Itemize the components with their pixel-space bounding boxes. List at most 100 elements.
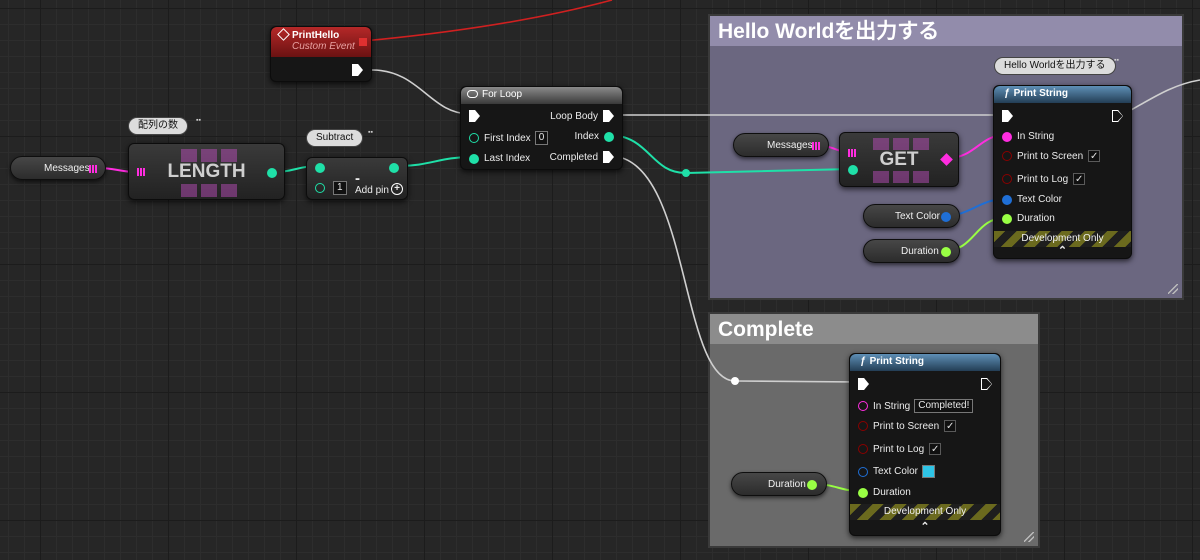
text-color-label: Text Color — [1017, 194, 1063, 205]
add-pin-icon[interactable]: + — [391, 183, 403, 195]
exec-out-pin-icon[interactable] — [352, 64, 363, 76]
array-pin-icon[interactable] — [812, 142, 820, 150]
integer-out-pin-icon[interactable] — [604, 131, 614, 142]
print-to-screen-checkbox[interactable]: ✓ — [1088, 150, 1101, 162]
wire-print-out-offscreen — [1121, 79, 1200, 116]
integer-in-pin-icon[interactable] — [469, 133, 479, 143]
variable-label: Duration — [768, 478, 806, 490]
duration-label: Duration — [1017, 213, 1055, 224]
for-loop-node[interactable]: For Loop Loop Body First Index 0 Index L… — [460, 86, 623, 170]
array-in-pin-icon[interactable] — [848, 149, 856, 157]
resize-handle-icon[interactable] — [1168, 284, 1178, 294]
length-label: LENGTH — [167, 161, 246, 182]
exec-out-pin-icon[interactable] — [981, 378, 992, 390]
tooltip-close-icon[interactable]: ▪▪ — [1114, 57, 1119, 64]
integer-out-pin-icon[interactable] — [389, 163, 399, 173]
expand-chevron-icon[interactable]: ⌃ — [1057, 245, 1068, 257]
first-index-input[interactable]: 0 — [534, 131, 549, 145]
string-in-pin-icon[interactable] — [1002, 131, 1012, 142]
development-only-banner: Development Only — [850, 504, 1000, 520]
get-node[interactable]: GET — [839, 132, 959, 187]
expand-chevron-icon[interactable]: ⌃ — [920, 521, 930, 533]
get-grid-icon — [873, 138, 929, 183]
wire-reroute-knot — [682, 169, 690, 177]
print-to-log-checkbox[interactable]: ✓ — [1073, 173, 1086, 185]
print-to-screen-label: Print to Screen — [1017, 150, 1084, 162]
string-in-pin-icon[interactable] — [858, 401, 868, 411]
exec-in-pin-icon[interactable] — [469, 110, 480, 122]
variable-label: Duration — [901, 245, 939, 257]
print-to-screen-label: Print to Screen — [873, 420, 940, 432]
messages-variable-node[interactable]: Messages — [733, 133, 829, 157]
integer-in-pin-icon[interactable] — [848, 165, 858, 175]
messages-variable-node[interactable]: Messages — [10, 156, 106, 180]
color-in-pin-icon[interactable] — [1002, 194, 1012, 205]
integer-in-pin-icon[interactable] — [315, 163, 325, 173]
float-in-pin-icon[interactable] — [1002, 213, 1012, 224]
color-out-pin-icon[interactable] — [941, 212, 951, 222]
subtract-tooltip: Subtract — [306, 129, 364, 147]
length-node[interactable]: LENGTH — [128, 143, 285, 200]
add-pin-label[interactable]: Add pin — [355, 185, 389, 196]
variable-label: Messages — [767, 139, 813, 151]
text-color-swatch[interactable] — [922, 465, 936, 478]
tooltip-close-icon[interactable]: ▪▪ — [368, 129, 373, 136]
integer-in-pin-icon[interactable] — [315, 183, 325, 193]
integer-in-pin-icon[interactable] — [469, 153, 479, 164]
length-tooltip: 配列の数 — [128, 117, 188, 135]
print-to-screen-checkbox[interactable]: ✓ — [944, 420, 957, 432]
wire-completed-to-print2 — [611, 155, 861, 383]
completed-label: Completed — [549, 151, 598, 163]
duration-variable-node[interactable]: Duration — [731, 472, 827, 496]
float-in-pin-icon[interactable] — [858, 487, 868, 498]
event-node-header: PrintHello Custom Event — [271, 27, 371, 57]
exec-out-pin-icon[interactable] — [603, 151, 614, 163]
function-icon: ƒ — [860, 356, 866, 367]
array-in-pin-icon[interactable] — [137, 168, 145, 176]
event-title: PrintHello — [292, 30, 340, 41]
comment-title[interactable]: Complete — [710, 314, 1038, 344]
wire-reroute-knot — [731, 377, 739, 385]
delegate-pin-icon[interactable] — [359, 38, 367, 46]
exec-out-pin-icon[interactable] — [1112, 110, 1123, 122]
array-pin-icon[interactable] — [89, 165, 97, 173]
duration-variable-node[interactable]: Duration — [863, 239, 960, 263]
comment-title[interactable]: Hello Worldを出力する — [710, 16, 1182, 46]
exec-out-pin-icon[interactable] — [603, 110, 614, 122]
subtract-operator: - — [355, 170, 360, 187]
exec-in-pin-icon[interactable] — [858, 378, 869, 390]
float-out-pin-icon[interactable] — [807, 480, 817, 490]
bool-in-pin-icon[interactable] — [858, 444, 868, 454]
for-loop-header: For Loop — [461, 87, 622, 104]
resize-handle-icon[interactable] — [1024, 532, 1034, 542]
tooltip-close-icon[interactable]: ▪▪ — [196, 117, 201, 124]
bool-in-pin-icon[interactable] — [1002, 151, 1012, 161]
index-label: Index — [574, 131, 599, 142]
text-color-variable-node[interactable]: Text Color — [863, 204, 960, 228]
print-string-title: Print String — [1013, 88, 1069, 99]
color-in-pin-icon[interactable] — [858, 466, 868, 477]
print-to-log-checkbox[interactable]: ✓ — [929, 443, 942, 455]
bool-in-pin-icon[interactable] — [858, 421, 868, 431]
bool-in-pin-icon[interactable] — [1002, 174, 1012, 184]
print-to-log-label: Print to Log — [873, 443, 925, 455]
wire-event-offscreen — [363, 0, 613, 42]
text-color-label: Text Color — [873, 466, 919, 477]
custom-event-node[interactable]: PrintHello Custom Event — [270, 26, 372, 82]
event-diamond-icon — [277, 28, 290, 41]
first-index-label: First Index — [484, 132, 531, 144]
float-out-pin-icon[interactable] — [941, 247, 951, 257]
in-string-label: In String — [1017, 131, 1055, 142]
development-only-banner: Development Only — [994, 231, 1131, 247]
in-string-input[interactable]: Completed! — [914, 399, 974, 413]
event-subtitle: Custom Event — [292, 41, 355, 52]
subtract-node[interactable]: - 1 Add pin + — [306, 157, 408, 200]
integer-out-pin-icon[interactable] — [267, 168, 277, 178]
loop-body-label: Loop Body — [550, 110, 598, 122]
length-grid-icon — [181, 149, 237, 197]
b-value-input[interactable]: 1 — [333, 181, 347, 195]
exec-in-pin-icon[interactable] — [1002, 110, 1013, 122]
